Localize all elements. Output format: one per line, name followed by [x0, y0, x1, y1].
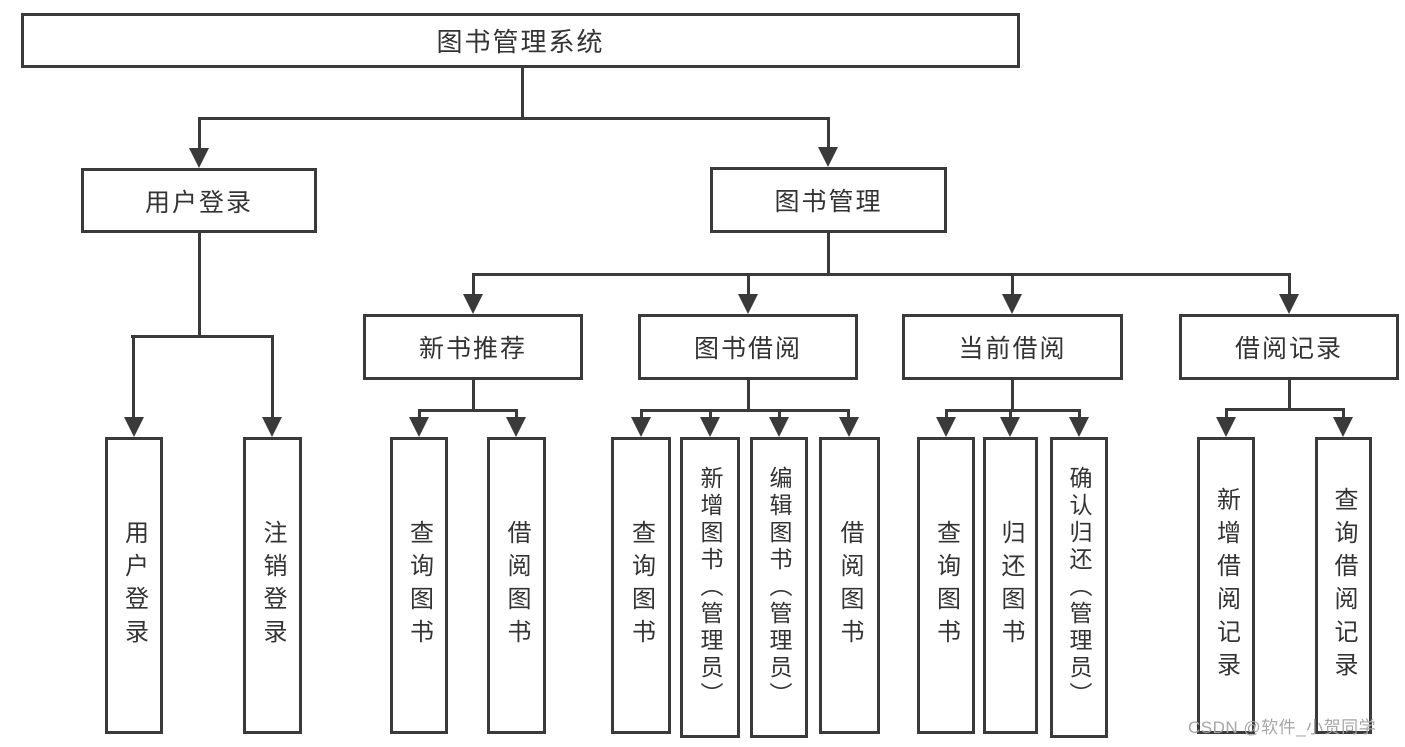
connector-line [1225, 408, 1344, 411]
leaf-add-books-admin: 新增图书（管理员） [680, 437, 740, 738]
arrow-down-icon [738, 294, 758, 314]
connector-line [1225, 408, 1228, 417]
connector-line [1011, 273, 1014, 294]
connector-line [827, 233, 830, 276]
connector-line [945, 409, 1081, 412]
arrow-down-icon [506, 417, 526, 437]
arrow-down-icon [818, 147, 838, 167]
arrow-down-icon [1216, 417, 1236, 437]
node-new-book-recommend: 新书推荐 [363, 314, 583, 380]
leaf-user-login: 用户登录 [105, 437, 163, 734]
node-book-borrowing: 图书借阅 [638, 314, 858, 380]
connector-line [198, 117, 201, 148]
connector-line [521, 68, 524, 120]
node-library-system: 图书管理系统 [21, 13, 1020, 68]
connector-line [1288, 380, 1291, 411]
arrow-down-icon [1002, 294, 1022, 314]
connector-line [747, 380, 750, 412]
arrow-down-icon [769, 417, 789, 437]
connector-line [847, 409, 850, 417]
arrow-down-icon [1279, 294, 1299, 314]
connector-line [778, 409, 781, 417]
connector-line [198, 117, 830, 120]
connector-line [198, 233, 201, 338]
node-book-management: 图书管理 [710, 167, 947, 233]
connector-line [1078, 409, 1081, 417]
leaf-borrow-books-recommend: 借阅图书 [487, 437, 546, 734]
node-borrowing-records: 借阅记录 [1179, 314, 1399, 380]
connector-line [472, 273, 1290, 276]
arrow-down-icon [124, 417, 144, 437]
leaf-query-books-recommend: 查询图书 [390, 437, 448, 734]
connector-line [131, 335, 273, 338]
arrow-down-icon [936, 417, 956, 437]
connector-line [1342, 408, 1345, 417]
node-user-login: 用户登录 [81, 168, 317, 233]
arrow-down-icon [1069, 417, 1089, 437]
arrow-down-icon [262, 417, 282, 437]
connector-line [827, 117, 830, 147]
connector-line [271, 335, 274, 417]
arrow-down-icon [700, 417, 720, 437]
arrow-down-icon [1000, 417, 1020, 437]
connector-line [1011, 380, 1014, 412]
connector-line [472, 380, 475, 412]
leaf-query-books-current: 查询图书 [917, 437, 975, 734]
connector-line [945, 409, 948, 417]
connector-line [709, 409, 712, 417]
leaf-logout: 注销登录 [243, 437, 302, 734]
connector-line [1288, 273, 1291, 294]
connector-line [747, 273, 750, 294]
watermark: CSDN @软件_小贺同学 [1188, 718, 1377, 737]
arrow-down-icon [1333, 417, 1353, 437]
connector-line [1009, 409, 1012, 417]
arrow-down-icon [631, 417, 651, 437]
node-current-borrowing: 当前借阅 [902, 314, 1123, 380]
arrow-down-icon [839, 417, 859, 437]
leaf-confirm-return-admin: 确认归还（管理员） [1050, 437, 1108, 738]
connector-line [418, 409, 518, 412]
connector-line [472, 273, 475, 294]
connector-line [515, 409, 518, 417]
connector-line [132, 335, 135, 417]
leaf-borrow-books: 借阅图书 [819, 437, 880, 734]
connector-line [640, 409, 850, 412]
leaf-edit-books-admin: 编辑图书（管理员） [750, 437, 808, 738]
connector-line [418, 409, 421, 417]
connector-line [640, 409, 643, 417]
leaf-add-borrow-record: 新增借阅记录 [1197, 437, 1255, 734]
leaf-query-books-borrowing: 查询图书 [611, 437, 671, 734]
arrow-down-icon [463, 294, 483, 314]
arrow-down-icon [409, 417, 429, 437]
leaf-query-borrow-record: 查询借阅记录 [1315, 437, 1372, 734]
arrow-down-icon [189, 148, 209, 168]
leaf-return-books: 归还图书 [983, 437, 1038, 734]
